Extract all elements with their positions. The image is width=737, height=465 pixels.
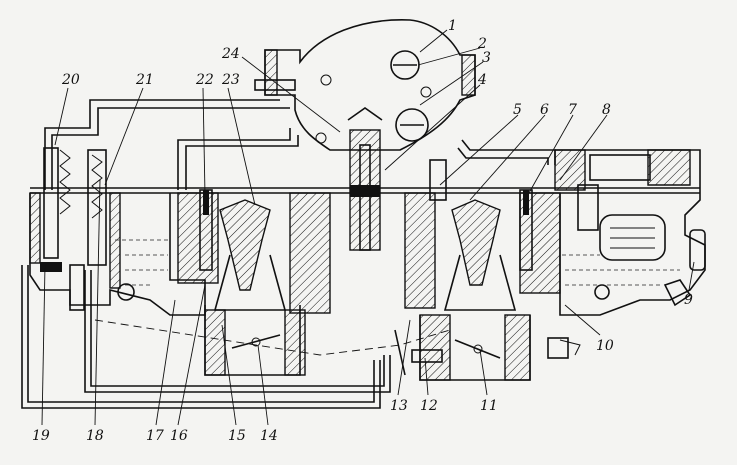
callout-9: 9: [684, 292, 693, 308]
left-float-chamber: [29, 147, 206, 316]
callout-5: 5: [513, 102, 522, 118]
callout-8: 8: [602, 102, 611, 118]
callout-7: 7: [568, 102, 577, 118]
callout-21: 21: [135, 72, 154, 88]
right-barrel: [394, 159, 561, 381]
callout-16: 16: [170, 428, 188, 444]
air-horn: [254, 19, 476, 151]
callout-11: 11: [480, 398, 498, 414]
callout-20: 20: [61, 72, 80, 88]
callout-10: 10: [596, 338, 614, 354]
right-throttle-valve: [454, 339, 501, 359]
center-nozzle: [347, 107, 383, 251]
sight-glass-icon: [689, 229, 706, 271]
callouts: 1 2 3 4 5 6 7 8 9 10 11 12 13 14 15 16 1…: [32, 18, 693, 444]
leader-lines: [41, 29, 695, 426]
callout-12: 12: [420, 398, 438, 414]
callout-6: 6: [540, 102, 549, 118]
right-float-chamber: [554, 149, 706, 316]
callout-4: 4: [477, 72, 487, 88]
callout-24: 24: [221, 46, 240, 62]
left-throttle-valve: [231, 334, 281, 349]
choke-shaft-lower-icon: [395, 108, 429, 142]
callout-18: 18: [86, 428, 104, 444]
callout-13: 13: [390, 398, 408, 414]
left-barrel: [177, 189, 331, 376]
linkage-and-pipes: [21, 265, 581, 409]
callout-22: 22: [195, 72, 214, 88]
callout-2: 2: [477, 36, 487, 52]
callout-3: 3: [482, 50, 491, 66]
callout-19: 19: [32, 428, 50, 444]
callout-23: 23: [221, 72, 240, 88]
callout-1: 1: [448, 18, 457, 34]
callout-17: 17: [146, 428, 164, 444]
callout-14: 14: [260, 428, 278, 444]
float-icon: [599, 214, 666, 261]
callout-15: 15: [228, 428, 246, 444]
